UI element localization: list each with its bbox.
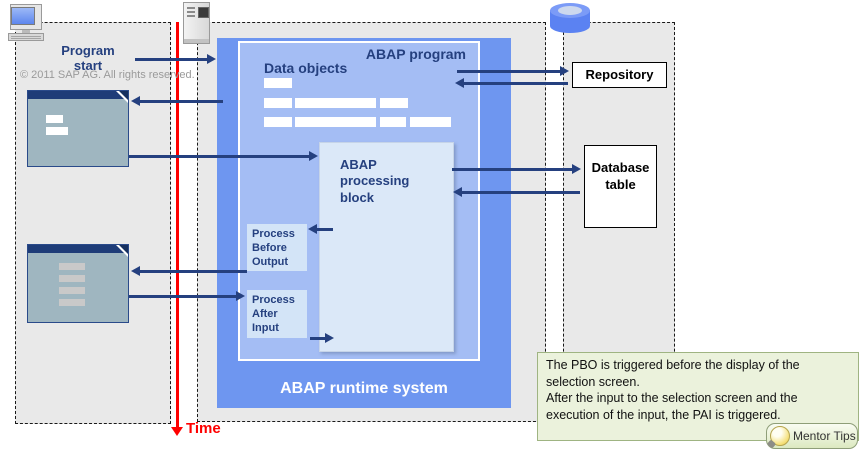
keyboard-line [11, 38, 41, 39]
program-start-label: Program start [61, 43, 115, 73]
arrow-pbo-to-window2-head [131, 266, 140, 276]
monitor-screen [11, 7, 35, 25]
server-icon [183, 2, 210, 44]
time-axis-line [176, 22, 179, 427]
arrow-dbtable-to-block [462, 191, 580, 194]
data-object-field [410, 117, 451, 127]
lightbulb-icon [770, 426, 790, 446]
time-axis-arrowhead [171, 427, 183, 436]
window-titlebar [28, 91, 128, 99]
arrow-pai-to-block [310, 337, 325, 340]
arrow-program-to-repository [457, 70, 560, 73]
keyboard-line [11, 36, 41, 37]
window-list-row [59, 287, 85, 294]
copyright-text: © 2011 SAP AG. All rights reserved. [20, 69, 195, 81]
arrow-runtime-to-window1-head [131, 96, 140, 106]
arrow-runtime-to-window1 [140, 100, 223, 103]
server-vent [187, 7, 195, 9]
arrow-block-to-pbo [317, 228, 333, 231]
data-object-field [295, 98, 376, 108]
arrow-program-to-repository-head [560, 66, 569, 76]
arrow-program-start [135, 58, 207, 61]
window-list-row [59, 299, 85, 306]
arrow-block-to-dbtable-head [572, 164, 581, 174]
arrow-block-to-dbtable [452, 168, 572, 171]
arrow-window1-to-block [129, 155, 309, 158]
server-base [184, 39, 209, 43]
arrow-pai-to-block-head [325, 333, 334, 343]
desktop-computer-icon [8, 4, 48, 44]
client-region [15, 22, 171, 424]
window-titlebar [28, 245, 128, 253]
time-label: Time [186, 420, 221, 437]
window-field [46, 115, 63, 123]
monitor-stand [22, 30, 30, 33]
data-object-field [264, 117, 292, 127]
data-object-field [295, 117, 376, 127]
database-table-box: Database table [584, 145, 657, 228]
window-field [46, 127, 68, 135]
window-list-row [59, 263, 85, 270]
mentor-tip-line1: The PBO is triggered before the display … [546, 358, 800, 389]
data-object-field [264, 78, 292, 88]
process-before-output-box: Process Before Output [247, 224, 307, 271]
data-object-field [380, 98, 408, 108]
process-after-input-box: Process After Input [247, 290, 307, 338]
list-output-window [27, 244, 129, 323]
mentor-tips-badge[interactable]: Mentor Tips [766, 423, 858, 449]
data-object-field [264, 98, 292, 108]
abap-processing-block-label: ABAP processing block [340, 157, 410, 205]
selection-screen-window [27, 90, 129, 167]
server-vent [187, 11, 195, 13]
database-cylinder-icon [550, 3, 590, 33]
repository-box: Repository [572, 62, 667, 88]
arrow-repository-to-program [464, 82, 568, 85]
mentor-tips-badge-label: Mentor Tips [793, 429, 856, 443]
arrow-repository-to-program-head [455, 78, 464, 88]
server-panel [198, 7, 209, 18]
window-list-row [59, 275, 85, 282]
arrow-pbo-to-window2 [140, 270, 247, 273]
arrow-window1-to-block-head [309, 151, 318, 161]
arrow-window2-to-pai [129, 295, 236, 298]
abap-program-title: ABAP program [365, 46, 466, 62]
data-object-field [380, 117, 406, 127]
arrow-dbtable-to-block-head [453, 187, 462, 197]
window-fold-flap [119, 91, 128, 100]
data-objects-label: Data objects [264, 60, 348, 76]
abap-runtime-title: ABAP runtime system [280, 380, 448, 397]
abap-processing-block: ABAP processing block [319, 142, 454, 352]
keyboard [8, 33, 44, 41]
cylinder-inner [558, 6, 582, 15]
mentor-tip-line2: After the input to the selection screen … [546, 391, 798, 422]
mentor-tip-text: The PBO is triggered before the display … [538, 353, 858, 427]
window-fold-flap [119, 245, 128, 254]
arrow-window2-to-pai-head [236, 291, 245, 301]
arrow-program-start-head [207, 54, 216, 64]
server-vent [187, 15, 195, 17]
arrow-block-to-pbo-head [308, 224, 317, 234]
